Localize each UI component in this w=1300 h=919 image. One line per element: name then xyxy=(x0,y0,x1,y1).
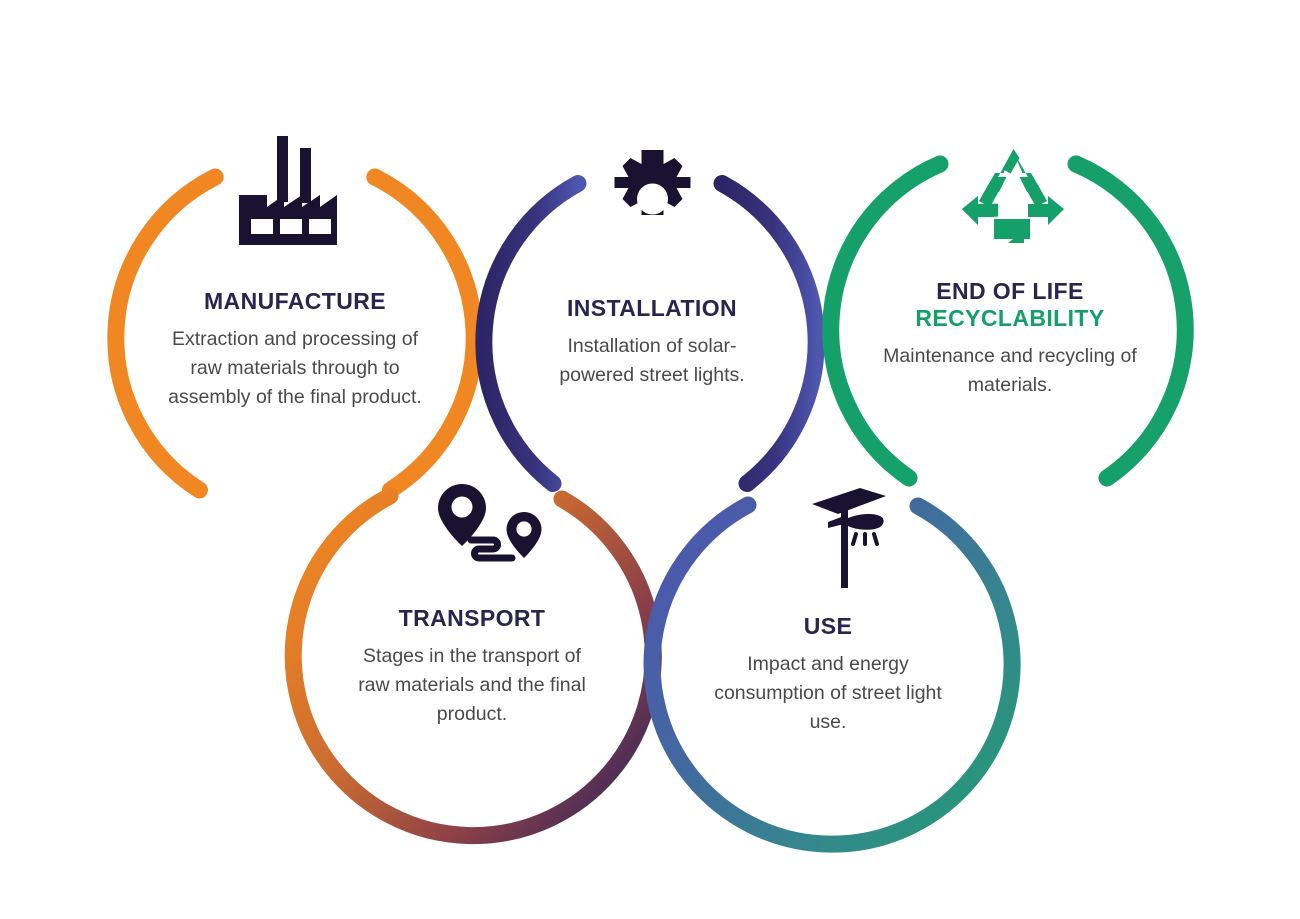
stage-title-endoflife-line1: END OF LIFE xyxy=(936,278,1084,304)
stage-installation: INSTALLATION Installation of solar-power… xyxy=(472,295,832,390)
stage-use: USE Impact and energy consumption of str… xyxy=(648,613,1008,737)
stage-title-transport: TRANSPORT xyxy=(398,605,546,631)
solar-street-light-icon xyxy=(808,482,904,590)
stage-title-manufacture: MANUFACTURE xyxy=(204,288,386,314)
stage-title-use: USE xyxy=(803,613,853,639)
stage-title-installation: INSTALLATION xyxy=(566,295,738,321)
stage-description-manufacture: Extraction and processing of raw materia… xyxy=(168,328,422,408)
stage-manufacture: MANUFACTURE Extraction and processing of… xyxy=(115,288,475,412)
stage-description-use: Impact and energy consumption of street … xyxy=(714,653,942,733)
recycle-icon xyxy=(958,147,1068,247)
stage-transport: TRANSPORT Stages in the transport of raw… xyxy=(292,605,652,729)
gear-icon xyxy=(600,147,705,252)
stage-description-endoflife: Maintenance and recycling of materials. xyxy=(883,345,1137,397)
stage-title-endoflife-line2: RECYCLABILITY xyxy=(915,305,1105,332)
stage-description-installation: Installation of solar-powered street lig… xyxy=(559,335,745,386)
factory-icon xyxy=(236,133,361,245)
route-pins-icon xyxy=(438,484,548,580)
stage-description-transport: Stages in the transport of raw materials… xyxy=(358,645,586,725)
